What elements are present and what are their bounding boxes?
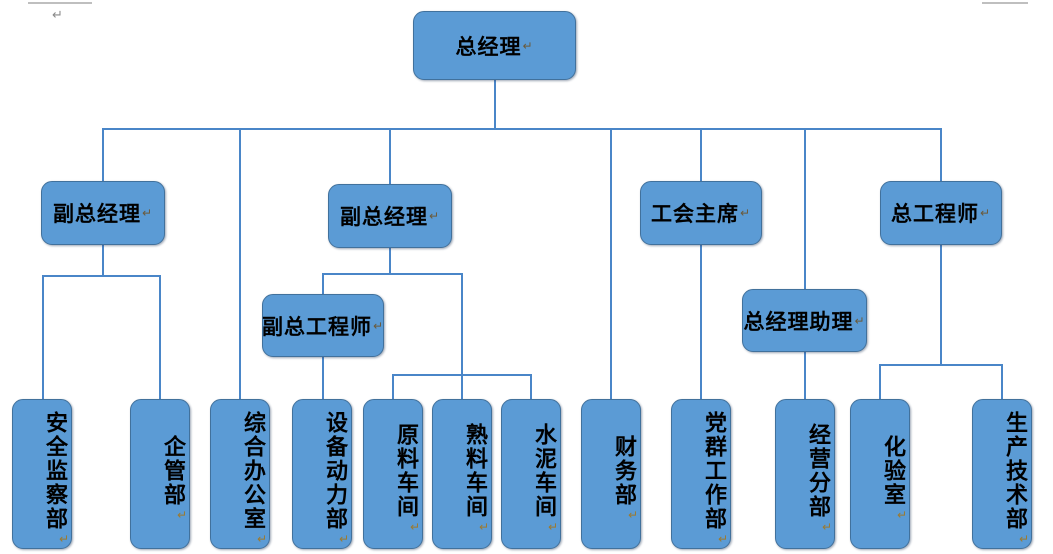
node-label: 水泥车间 [532, 422, 557, 519]
connector-gma-to-biz [804, 352, 806, 399]
page-guide-top-right [982, 2, 1028, 4]
connector-dgm2-to-dce [322, 273, 324, 295]
paragraph-mark: ↵ [821, 519, 834, 534]
node-raw-material-workshop[interactable]: 原料车间↵ [363, 399, 423, 549]
paragraph-mark: ↵ [1018, 531, 1031, 546]
paragraph-mark: ↵ [522, 38, 534, 53]
connector-to-rawmat [392, 374, 394, 399]
node-label: 原料车间 [394, 422, 419, 519]
node-party-mass-work-dept[interactable]: 党群工作部↵ [671, 399, 731, 549]
connector-drop-gao [239, 128, 241, 399]
paragraph-mark: ↵ [896, 507, 909, 522]
connector-to-cement [530, 374, 532, 399]
node-deputy-general-manager-1[interactable]: 副总经理↵ [41, 181, 165, 245]
connector-dgm2-bus [322, 273, 462, 275]
node-label: 党群工作部 [702, 410, 727, 531]
node-label: 总工程师 [890, 202, 979, 226]
node-deputy-chief-engineer[interactable]: 副总工程师↵ [262, 294, 384, 357]
node-label: 化验室 [881, 434, 906, 507]
paragraph-mark: ↵ [409, 519, 422, 534]
connector-dgm1-bus [42, 275, 161, 277]
node-label: 设备动力部 [323, 410, 348, 531]
paragraph-mark: ↵ [739, 206, 752, 220]
connector-dgm2-to-workshops [461, 273, 463, 399]
node-label: 总经理 [455, 34, 522, 59]
connector-drop-union [700, 128, 702, 182]
connector-chiefeng-bus [879, 364, 1003, 366]
connector-dce-to-equip [322, 356, 324, 399]
paragraph-mark: ↵ [717, 531, 730, 546]
node-label: 副总工程师 [261, 314, 372, 339]
paragraph-mark: ↵ [979, 206, 992, 220]
paragraph-mark: ↵ [58, 531, 71, 546]
connector-drop-chiefeng [940, 128, 942, 182]
paragraph-mark: ↵ [627, 507, 640, 522]
connector-dgm1-to-entmgmt [159, 275, 161, 399]
connector-workshop-bus [392, 374, 532, 376]
paragraph-mark-top: ↵ [52, 7, 63, 22]
connector-main-bus [102, 128, 941, 130]
node-label: 企管部 [161, 434, 186, 507]
connector-drop-gma [804, 128, 806, 289]
paragraph-mark: ↵ [854, 313, 866, 328]
paragraph-mark: ↵ [176, 507, 189, 522]
connector-chiefeng-stem [940, 244, 942, 365]
connector-drop-dgm1 [102, 128, 104, 182]
node-enterprise-management-dept[interactable]: 企管部↵ [130, 399, 190, 549]
paragraph-mark: ↵ [141, 206, 154, 220]
node-general-affairs-office[interactable]: 综合办公室↵ [210, 399, 270, 549]
connector-to-lab [879, 364, 881, 399]
node-label: 经营分部 [806, 422, 831, 519]
connector-union-to-party [700, 244, 702, 399]
node-label: 总经理助理 [743, 309, 854, 334]
node-laboratory[interactable]: 化验室↵ [850, 399, 910, 549]
connector-gm-stem [494, 79, 496, 129]
node-equipment-power-dept[interactable]: 设备动力部↵ [292, 399, 352, 549]
connector-dgm2-stem [389, 247, 391, 274]
paragraph-mark: ↵ [547, 519, 560, 534]
node-general-manager[interactable]: 总经理↵ [413, 11, 576, 80]
connector-drop-dgm2 [389, 128, 391, 185]
node-production-technology-dept[interactable]: 生产技术部↵ [972, 399, 1032, 549]
node-safety-inspection-dept[interactable]: 安全监察部↵ [12, 399, 72, 549]
node-business-division[interactable]: 经营分部↵ [775, 399, 835, 549]
page-guide-top-left [28, 2, 92, 4]
node-label: 综合办公室 [241, 410, 266, 531]
node-label: 生产技术部 [1003, 410, 1028, 531]
node-label: 副总经理 [339, 205, 428, 229]
node-clinker-workshop[interactable]: 熟料车间↵ [432, 399, 492, 549]
connector-dgm1-stem [102, 244, 104, 275]
paragraph-mark: ↵ [478, 519, 491, 534]
paragraph-mark: ↵ [256, 531, 269, 546]
node-finance-dept[interactable]: 财务部↵ [581, 399, 641, 549]
node-general-manager-assistant[interactable]: 总经理助理↵ [742, 289, 867, 352]
node-label: 熟料车间 [463, 422, 488, 519]
node-label: 安全监察部 [43, 410, 68, 531]
node-label: 工会主席 [650, 202, 739, 226]
node-label: 财务部 [612, 434, 637, 507]
node-label: 副总经理 [52, 202, 141, 226]
paragraph-mark: ↵ [372, 318, 385, 333]
node-chief-engineer[interactable]: 总工程师↵ [880, 181, 1002, 245]
paragraph-mark: ↵ [428, 209, 441, 223]
paragraph-mark: ↵ [338, 531, 351, 546]
connector-to-prodtech [1001, 364, 1003, 399]
connector-drop-finance [610, 128, 612, 399]
node-union-chairman[interactable]: 工会主席↵ [640, 181, 762, 245]
node-cement-workshop[interactable]: 水泥车间↵ [501, 399, 561, 549]
connector-dgm1-to-safety [42, 275, 44, 399]
node-deputy-general-manager-2[interactable]: 副总经理↵ [328, 184, 452, 248]
